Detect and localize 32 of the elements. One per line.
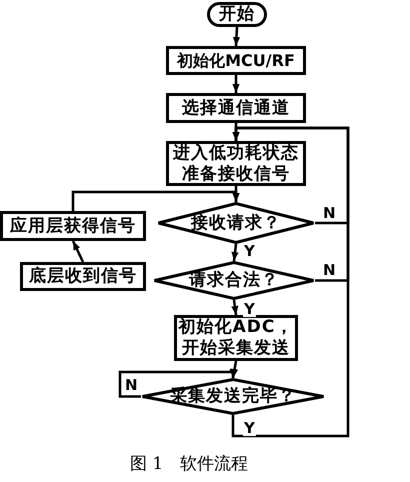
- arrow: [118, 369, 237, 398]
- arrow: [232, 75, 240, 93]
- edge-label: N: [124, 378, 139, 393]
- process-box: [166, 46, 306, 75]
- node-label: 开始: [219, 4, 255, 25]
- arrow: [231, 244, 239, 262]
- figure-caption: 图 1 软件流程: [130, 453, 248, 475]
- node-label: 底层收到信号: [29, 266, 137, 287]
- edge-label: Y: [243, 244, 256, 259]
- arrow: [72, 190, 240, 211]
- node-label: 请求合法？: [189, 270, 279, 291]
- start-terminal: [207, 2, 267, 27]
- decision-diamond: [157, 202, 315, 244]
- arrow: [232, 26, 240, 46]
- arrow: [232, 126, 350, 438]
- edge-label: Y: [243, 421, 256, 436]
- decision-diamond: [141, 378, 325, 415]
- node-label: 应用层获得信号: [10, 216, 136, 236]
- process-box: [0, 211, 146, 241]
- edge-label: N: [322, 263, 337, 278]
- edge-label: N: [322, 206, 337, 221]
- node-label: 选择通信通道: [182, 98, 290, 118]
- node-label: 进入低功耗状态准备接收信号: [172, 142, 300, 184]
- decision-diamond: [153, 261, 315, 300]
- node-label: 接收请求？: [191, 212, 281, 234]
- process-box: [20, 262, 146, 291]
- edge-label: Y: [243, 302, 256, 317]
- arrow: [72, 240, 84, 263]
- arrow: [231, 300, 238, 316]
- node-label: 初始化MCU/RF: [177, 50, 295, 71]
- node-label: 初始化ADC，开始采集发送: [177, 317, 294, 359]
- process-box: [166, 93, 306, 123]
